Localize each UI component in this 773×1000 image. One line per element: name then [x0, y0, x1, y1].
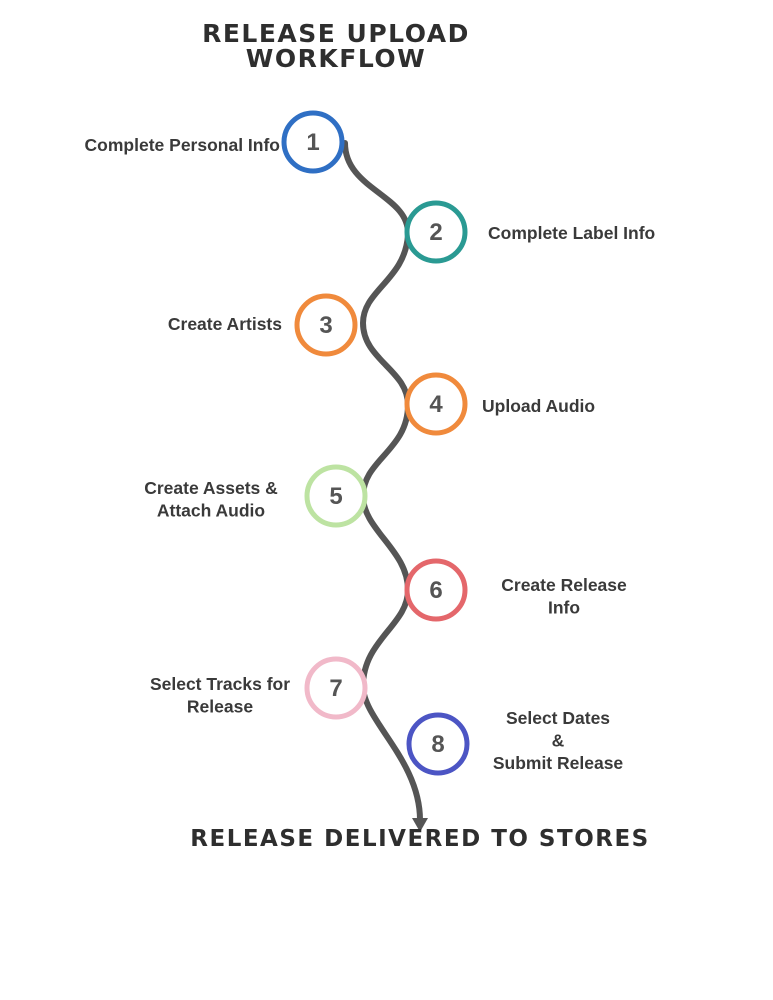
path-arrow-head — [412, 818, 428, 832]
step-7-label-line-1: Select Tracks for — [150, 674, 290, 694]
step-1-number: 1 — [306, 129, 319, 156]
step-1-circle — [281, 110, 345, 174]
step-6-label-line-1: Create Release — [501, 575, 627, 595]
step-4-number: 4 — [429, 391, 443, 418]
step-2-circle — [404, 200, 468, 264]
step-7-circle — [304, 656, 368, 720]
step-7-label-line-2: Release — [187, 697, 253, 717]
title-line-2: WORKFLOW — [246, 44, 426, 73]
step-5-label-line-2: Attach Audio — [157, 501, 265, 521]
step-5-circle — [304, 464, 368, 528]
step-6-label-line-2: Info — [548, 598, 580, 618]
step-6-number: 6 — [429, 577, 442, 604]
step-8-label-line-2: & — [552, 731, 565, 751]
step-2-number: 2 — [429, 219, 442, 246]
step-5-number: 5 — [329, 483, 342, 510]
step-8-label-line-1: Select Dates — [506, 708, 610, 728]
step-5-label-line-1: Create Assets & — [144, 478, 278, 498]
title-line-1: RELEASE UPLOAD — [202, 19, 470, 48]
step-6-circle — [404, 558, 468, 622]
step-2-label-line-1: Complete Label Info — [488, 223, 655, 243]
footer-text: RELEASE DELIVERED TO STORES — [190, 826, 649, 852]
steps-group: 1 Complete Personal Info 2 Complete Label I… — [85, 110, 655, 776]
step-3-number: 3 — [319, 312, 332, 339]
step-8-number: 8 — [431, 731, 444, 758]
step-4-label-line-1: Upload Audio — [482, 396, 595, 416]
step-3-circle — [294, 293, 358, 357]
step-3-label-line-1: Create Artists — [168, 314, 282, 334]
step-8-circle — [406, 712, 470, 776]
step-1-label-line-1: Complete Personal Info — [85, 135, 280, 155]
step-7-number: 7 — [329, 675, 342, 702]
step-4-circle — [404, 372, 468, 436]
step-8-label-line-3: Submit Release — [493, 753, 624, 773]
